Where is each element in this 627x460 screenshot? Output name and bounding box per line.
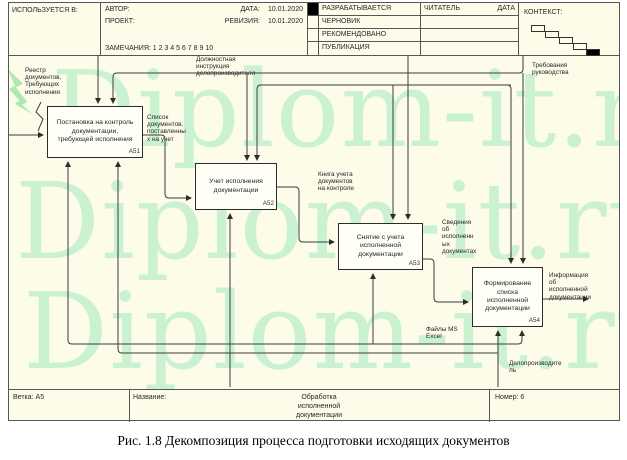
reader-column: ЧИТАТЕЛЬ ДАТА (421, 3, 519, 56)
activity-box-a53: Снятие с учета исполненной документации … (338, 223, 423, 270)
status-chernovik: ЧЕРНОВИК (319, 16, 420, 29)
context-cell: КОНТЕКСТ: (519, 3, 621, 56)
arrow-label-informatsiya: Информация об исполненной документации (549, 272, 591, 301)
arrow-label-fayly-ms-excel: Файлы MS Excel (426, 326, 458, 341)
reader-date-label: ДАТА (497, 5, 515, 12)
kit-footer: Ветка: А5 Название: Обработка исполненно… (9, 389, 619, 422)
reader-label: ЧИТАТЕЛЬ (424, 5, 460, 12)
status-publikatsiya: ПУБЛИКАЦИЯ (322, 44, 370, 51)
node-label: Ветка: А5 (13, 394, 45, 401)
arrow-label-spisok: Список документов, поставленны х на учет (147, 114, 186, 143)
activity-label: Постановка на контроль документации, тре… (56, 119, 134, 144)
activity-box-a54: Формирование списка исполненной документ… (472, 267, 543, 327)
watermark-row: Diplom-it.ru (15, 160, 619, 283)
status-rekomendovano: РЕКОМЕНДОВАНО (319, 29, 420, 42)
used-in-cell: ИСПОЛЬЗУЕТСЯ В: (9, 3, 101, 56)
author-label: АВТОР: (105, 6, 130, 13)
revision-value: 10.01.2020 (267, 18, 303, 25)
revision-label: РЕВИЗИЯ: (224, 18, 260, 25)
project-label: ПРОЕКТ: (105, 18, 135, 25)
context-label: КОНТЕКСТ: (524, 9, 563, 16)
notes-label: ЗАМЕЧАНИЯ: (105, 45, 151, 52)
arrow-label-deloproizvoditel: Делопроизводите ль (509, 360, 562, 375)
activity-id: А51 (128, 148, 140, 156)
activity-label: Формирование списка исполненной документ… (483, 280, 532, 313)
arrow-label-trebovaniya: Требования руководства (532, 62, 569, 77)
context-current-node (586, 49, 600, 56)
number-label: Номер: 6 (495, 394, 525, 401)
author-project-cell: АВТОР: ДАТА: 10.01.2020 ПРОЕКТ: РЕВИЗИЯ:… (101, 3, 307, 56)
arrow-label-svedeniya: Сведения об исполненн ых документах (442, 219, 477, 255)
activity-label: Снятие с учета исполненной документации (356, 233, 405, 258)
date-label: ДАТА: (240, 6, 260, 13)
status-indicator-filled (308, 3, 318, 16)
used-in-label: ИСПОЛЬЗУЕТСЯ В: (12, 7, 78, 14)
figure-caption: Рис. 1.8 Декомпозиция процесса подготовк… (117, 433, 510, 448)
title-label: Название: (133, 394, 167, 401)
activity-box-a52: Учет исполнения документации А52 (195, 163, 277, 210)
status-razrabatyvaetsya: РАЗРАБАТЫВАЕТСЯ (319, 3, 420, 16)
arrow-label-kniga: Книга учета документов на контроле (318, 171, 354, 193)
activity-id: А52 (262, 200, 274, 208)
diagram-title: Обработка исполненной документации (296, 394, 342, 420)
status-column: РАЗРАБАТЫВАЕТСЯ ЧЕРНОВИК РЕКОМЕНДОВАНО П… (319, 3, 421, 56)
idef0-sheet: ИСПОЛЬЗУЕТСЯ В: АВТОР: ДАТА: 10.01.2020 … (8, 2, 620, 422)
notes-numbers: 1 2 3 4 5 6 7 8 9 10 (152, 45, 214, 52)
activity-id: А53 (408, 260, 420, 268)
arrow-label-reestr: Реестр документов, Требующих исполнения (25, 67, 62, 96)
date-value: 10.01.2020 (267, 6, 303, 13)
arrow-label-dolzhnostnaya: Должностная инструкция делопроизводителя (196, 56, 255, 78)
kit-header: ИСПОЛЬЗУЕТСЯ В: АВТОР: ДАТА: 10.01.2020 … (9, 3, 619, 56)
activity-box-a51: Постановка на контроль документации, тре… (47, 106, 143, 158)
status-indicator-column (307, 3, 319, 56)
activity-label: Учет исполнения документации (209, 178, 263, 194)
activity-id: А54 (528, 317, 540, 325)
